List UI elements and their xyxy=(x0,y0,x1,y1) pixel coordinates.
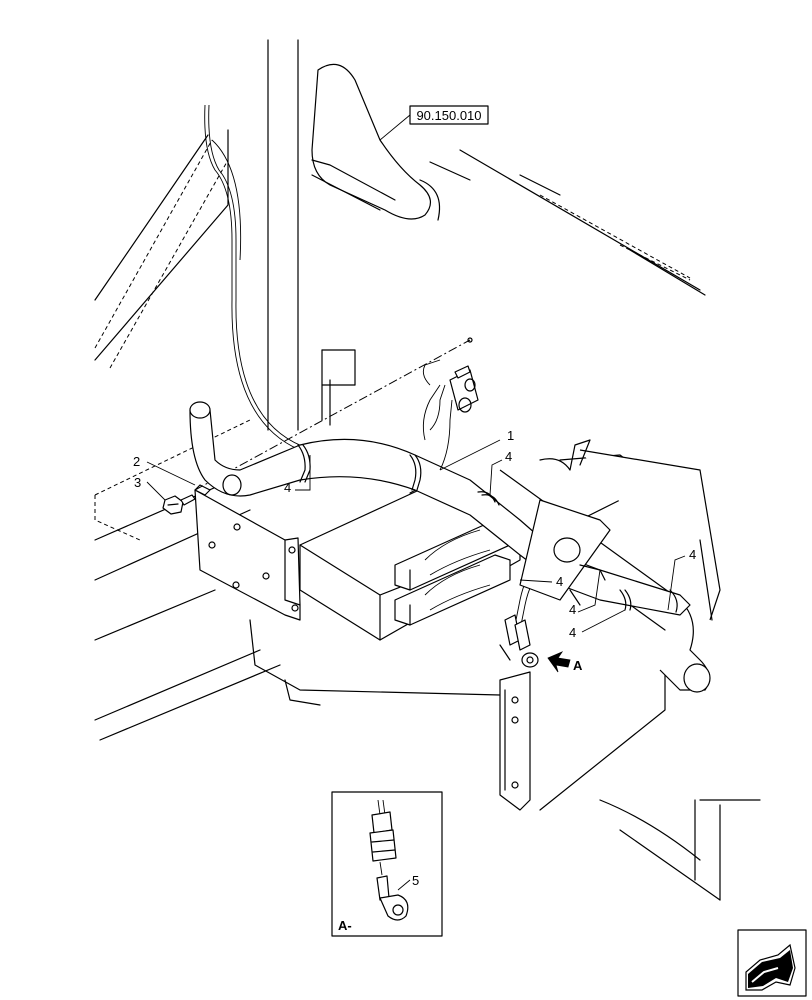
detail-view: 5 A- xyxy=(331,791,443,937)
callout-4: 4 xyxy=(284,480,291,495)
callout-5: 5 xyxy=(412,873,419,888)
callout-4: 4 xyxy=(556,574,563,589)
callout-4: 4 xyxy=(569,625,576,640)
callout-2: 2 xyxy=(133,454,140,469)
detail-title: A- xyxy=(338,918,352,933)
reference-box: 90.150.010 xyxy=(409,105,489,125)
callout-4: 4 xyxy=(505,449,512,464)
view-marker-label: A xyxy=(573,658,583,673)
side-panel xyxy=(499,671,531,811)
callout-1: 1 xyxy=(507,428,514,443)
bolt xyxy=(162,494,196,515)
cab-frame xyxy=(94,39,706,431)
mounting-plate xyxy=(194,484,301,621)
center-line xyxy=(194,339,471,491)
center-point xyxy=(467,337,473,343)
next-page-arrow-icon[interactable] xyxy=(737,929,807,997)
callout-4: 4 xyxy=(569,602,576,617)
callout-3: 3 xyxy=(134,475,141,490)
callout-4: 4 xyxy=(689,547,696,562)
upper-wire xyxy=(204,104,303,451)
reference-label: 90.150.010 xyxy=(416,108,481,123)
leader-lines xyxy=(146,114,686,633)
view-marker: A xyxy=(547,651,583,673)
